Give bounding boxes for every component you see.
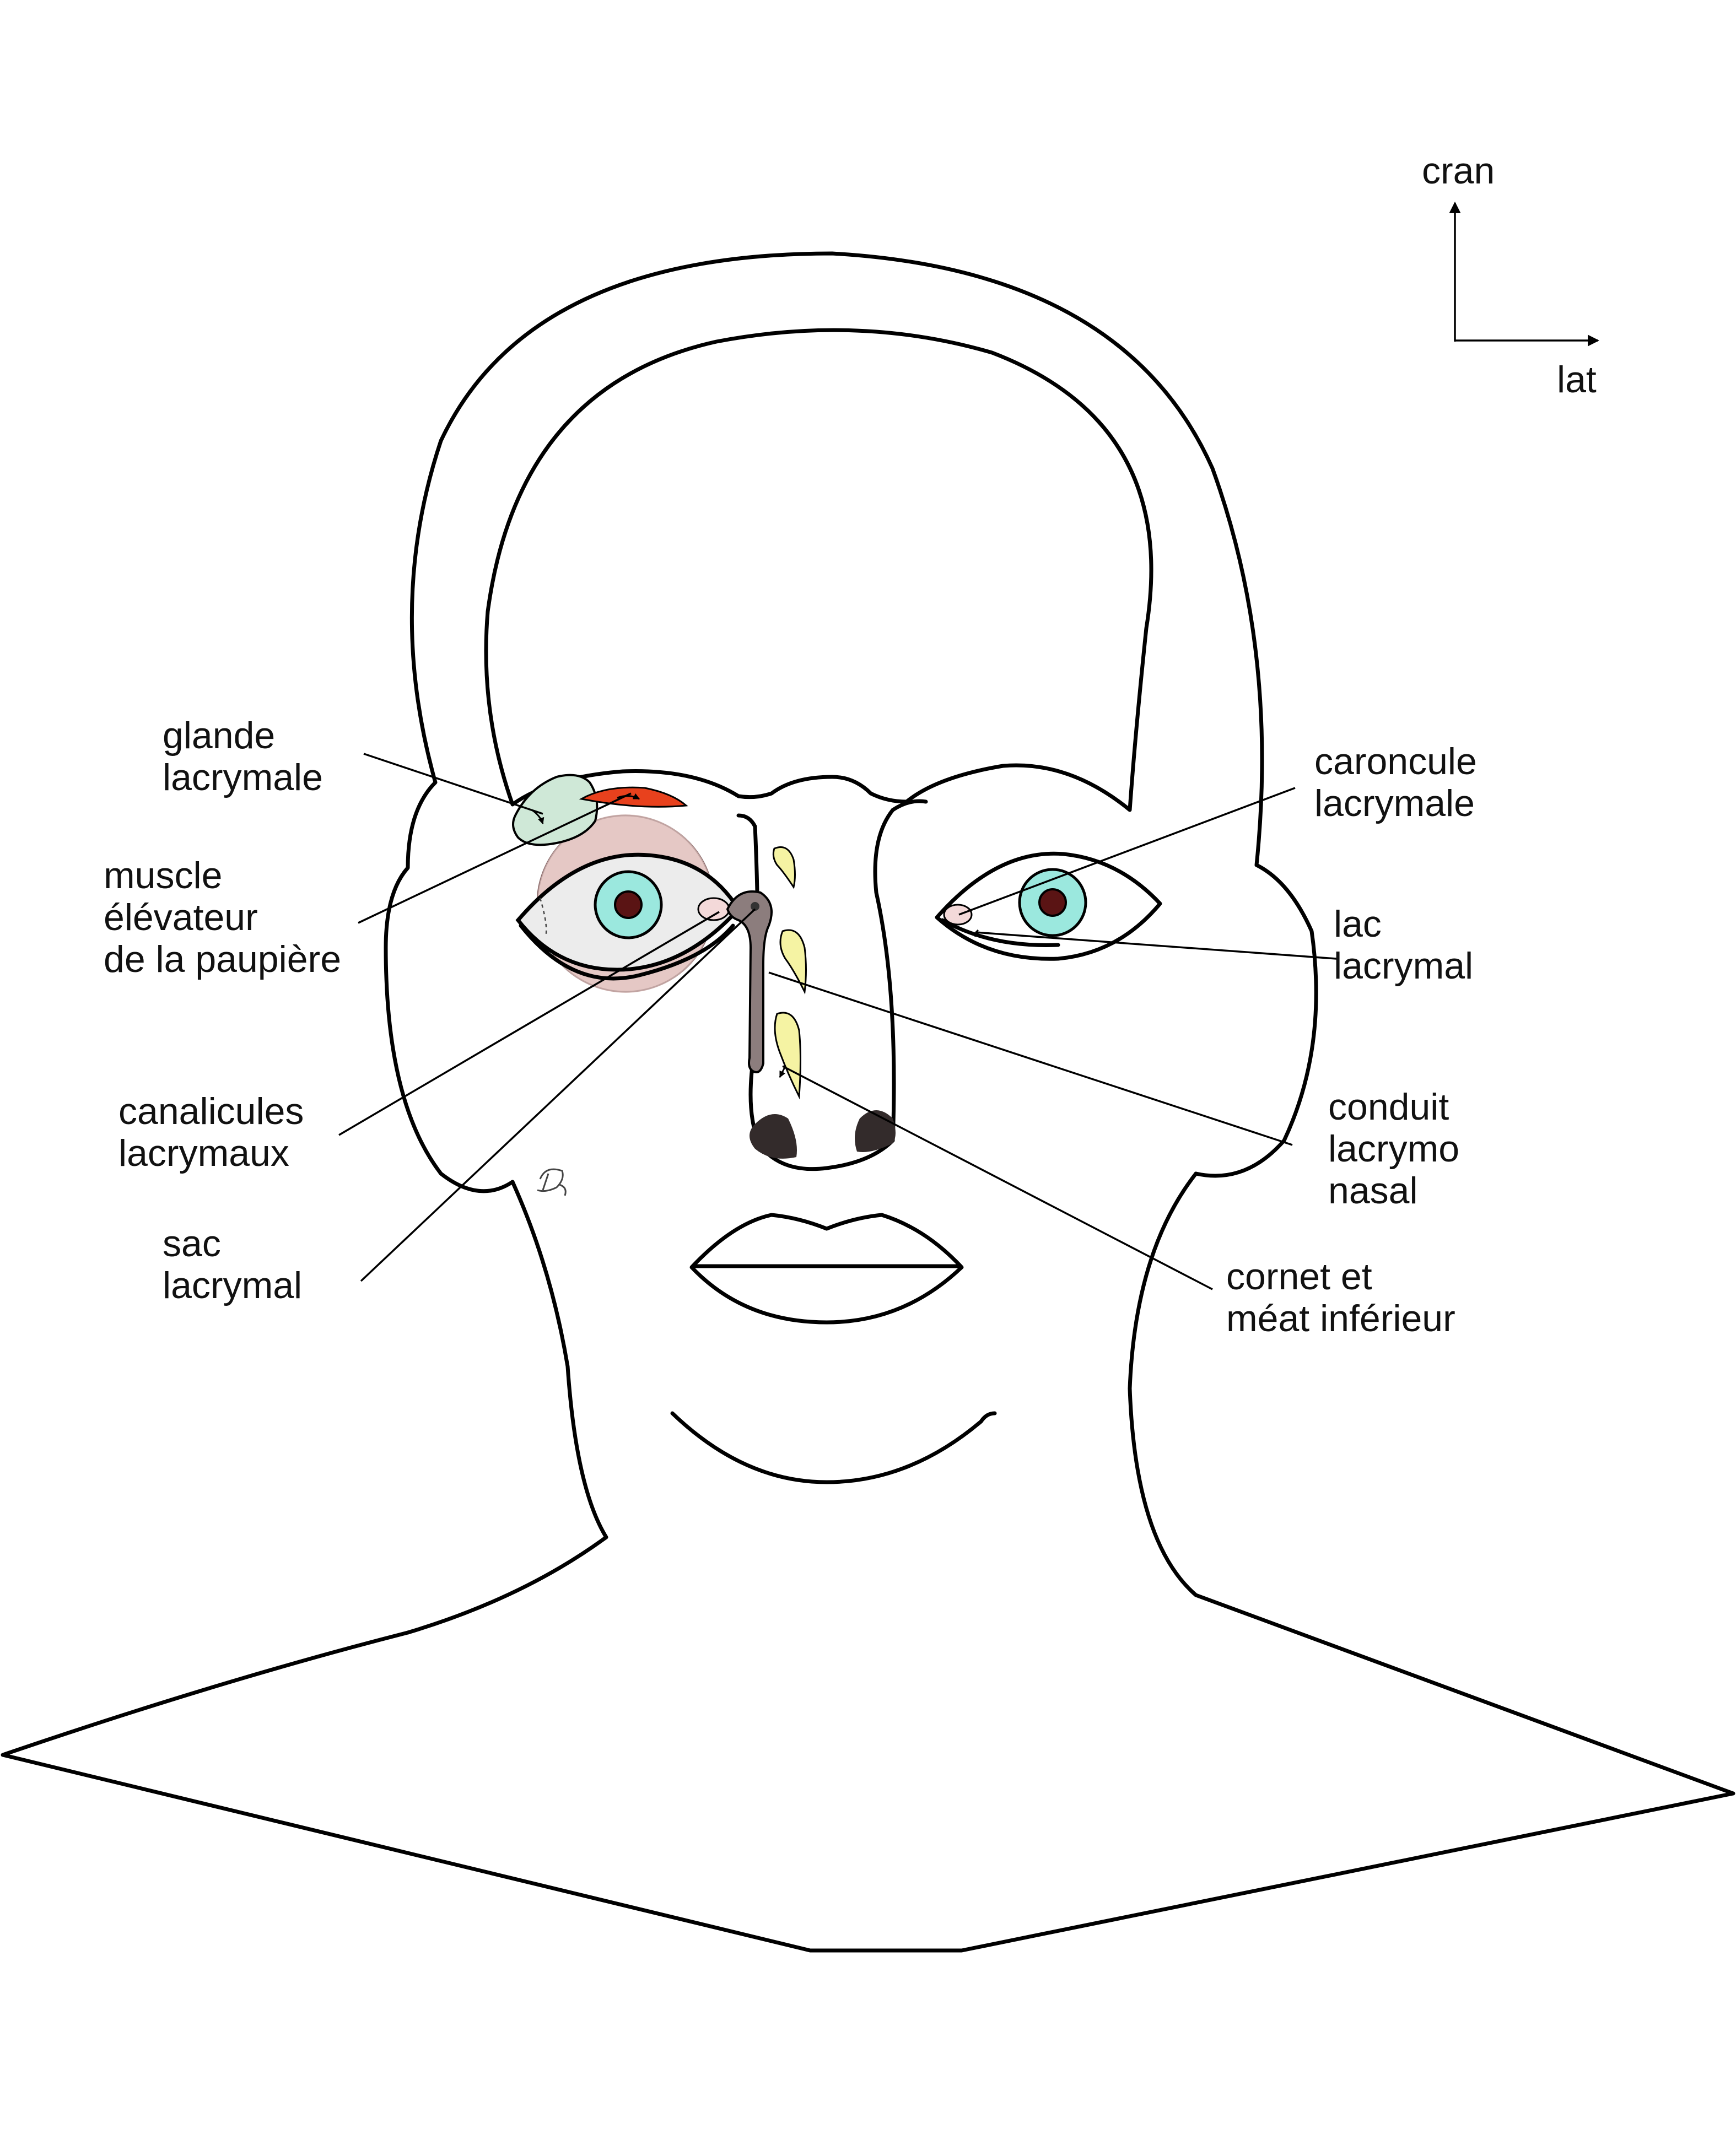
neck-right-outline: [1128, 1171, 1198, 1597]
turbinate-inferior: [774, 1012, 801, 1100]
leader-sac-lacrymal: [360, 908, 756, 1282]
orientation-lat-label: lat: [1557, 359, 1597, 401]
face-cheek-right-outline: [891, 799, 928, 812]
neck-left-outline: [406, 1180, 608, 1635]
hair-inner-outline: [484, 328, 1153, 812]
turbinate-superior: [772, 846, 796, 889]
right-eye-lower-lid: [940, 918, 1060, 947]
right-lacrimal-lake-mark: [974, 929, 979, 937]
right-eye-outline: [935, 851, 1162, 961]
label-cornet-meat-inferieur: cornet et méat inférieur: [1226, 1256, 1455, 1339]
nostril-right: [855, 1110, 896, 1152]
leader-conduit: [768, 971, 1293, 1146]
orientation-arrows-icon: [1449, 201, 1600, 347]
right-eye-pupil: [1038, 888, 1067, 917]
right-caruncle: [943, 904, 973, 926]
lacrimal-gland: [512, 774, 599, 846]
label-caroncule-lacrymale: caroncule lacrymale: [1314, 741, 1487, 824]
lacrimal-sac-duct: [726, 890, 773, 1073]
nostril-left: [750, 1114, 797, 1159]
mouth-outline: [689, 1213, 964, 1325]
leader-lac-lacrymal: [975, 931, 1337, 960]
label-lac-lacrymal: lac lacrymal: [1334, 903, 1473, 987]
shoulders-outline: [1, 1593, 1735, 1953]
lacrimal-punctum: [751, 902, 759, 911]
left-caruncle: [697, 897, 730, 921]
label-muscle-elevateur: muscle élévateur de la paupière: [104, 855, 341, 980]
leader-glande-lacrymale: [363, 753, 543, 815]
orientation-cran-label: cran: [1422, 150, 1495, 192]
chin-outline: [670, 1411, 997, 1484]
label-canalicules-lacrymaux: canalicules lacrymaux: [118, 1090, 314, 1174]
label-sac-lacrymal: sac lacrymal: [163, 1223, 302, 1306]
levator-arrow: [617, 793, 640, 800]
leader-cornet: [782, 1065, 1213, 1290]
label-glande-lacrymale: glande lacrymale: [163, 715, 323, 798]
left-eye-lower-lid: [519, 923, 735, 981]
left-eye-pupil: [614, 890, 643, 919]
leader-muscle-elevateur: [358, 792, 632, 924]
label-conduit-lacrymo-nasal: conduit lacrymo nasal: [1328, 1086, 1470, 1212]
turbinate-middle: [779, 929, 807, 995]
face-left-eye-outline: [736, 813, 757, 829]
head-outline: [384, 251, 1318, 1193]
leader-caroncule: [958, 787, 1296, 916]
signature-icon: [537, 1168, 567, 1196]
leader-canalicules: [338, 911, 720, 1136]
